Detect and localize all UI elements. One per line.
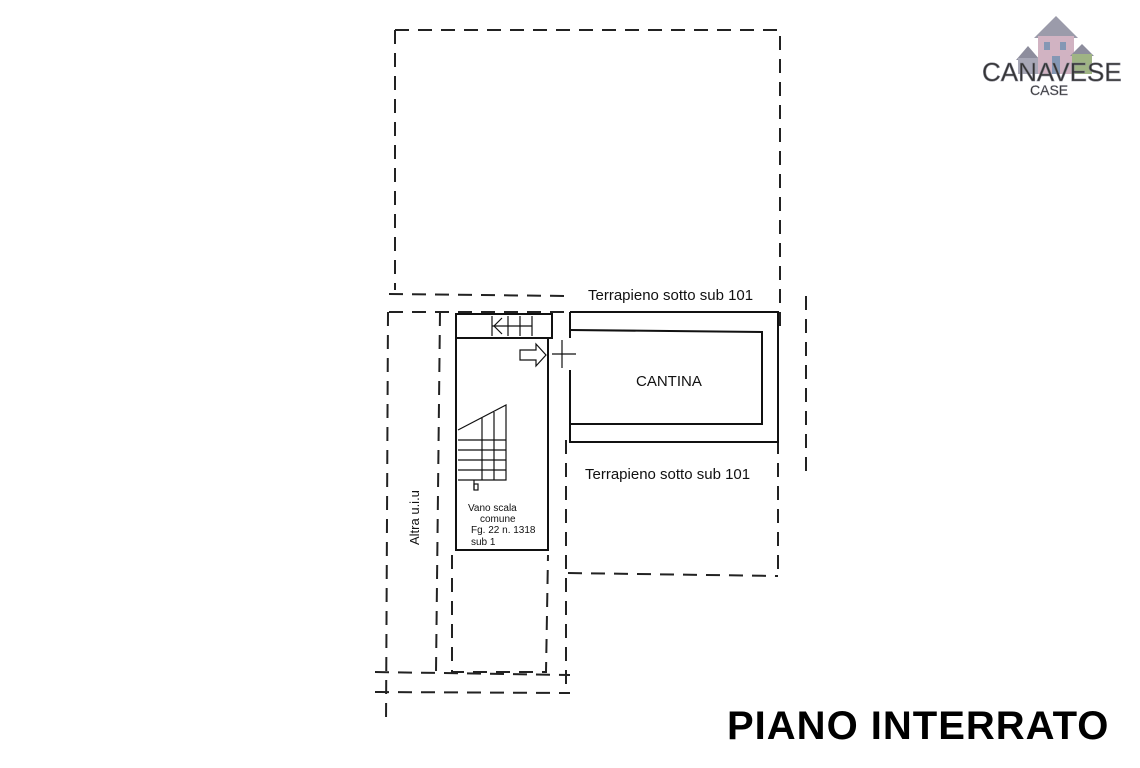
stair-label-line2: comune (480, 514, 516, 525)
terrapieno-bottom-label: Terrapieno sotto sub 101 (585, 466, 750, 483)
floor-title: PIANO INTERRATO (727, 704, 1110, 748)
altra-uiu-label: Altra u.i.u (407, 490, 422, 545)
stair-label-line1: Vano scala (468, 503, 517, 514)
stair-label-line4: sub 1 (471, 537, 496, 548)
logo-text-main: CANAVESE (982, 57, 1122, 87)
entry-arrow-icon (519, 342, 547, 368)
stair-label-line3: Fg. 22 n. 1318 (471, 525, 536, 536)
upper-parcel-outline (388, 29, 781, 330)
cantina-label: CANTINA (636, 373, 702, 390)
terrapieno-top-label: Terrapieno sotto sub 101 (588, 287, 753, 304)
stairwell-walls (455, 313, 553, 551)
canavese-case-logo: CANAVESE CASE (982, 16, 1122, 98)
left-boundary-outline (374, 296, 807, 726)
houses-icon (1016, 16, 1094, 74)
logo-text-sub: CASE (1030, 82, 1068, 98)
cantina-walls (552, 311, 779, 443)
